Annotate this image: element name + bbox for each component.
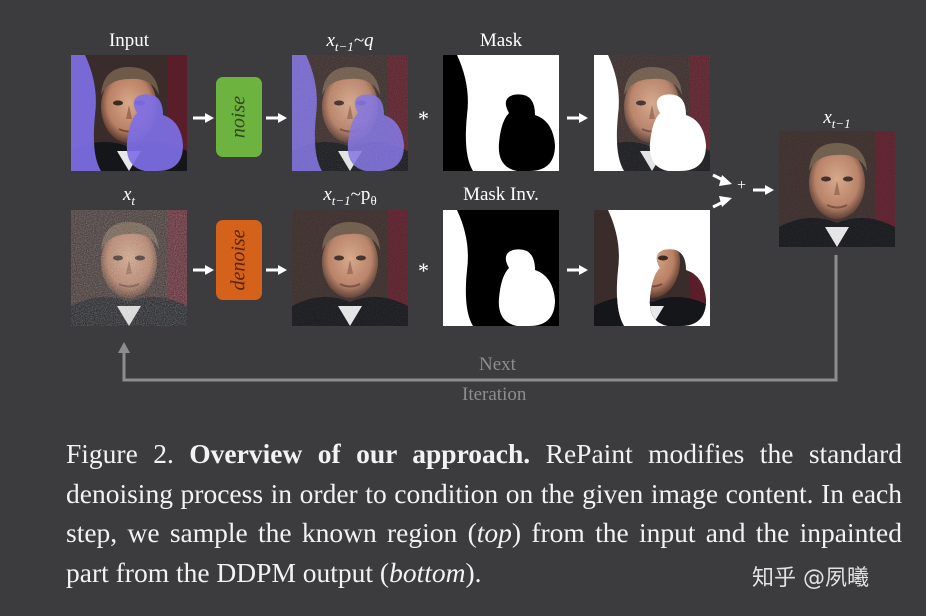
loop-arrowhead (118, 342, 130, 353)
watermark: 知乎 @夙曦 (752, 566, 869, 591)
label-mask: Mask (479, 30, 523, 51)
loop-label-iteration: Iteration (462, 384, 527, 405)
caption-mid: ) from the input and the inpainted part … (66, 517, 902, 588)
flow-arrows (193, 113, 774, 275)
plus-operator: + (737, 177, 747, 194)
output-image (779, 131, 895, 247)
next-iteration-loop (122, 255, 838, 382)
label-xq: xt−1~q (326, 30, 374, 54)
label-input: Input (108, 30, 150, 51)
label-xp: xt−1~pθ (323, 184, 377, 208)
label-output: xt−1 (823, 107, 851, 131)
multiply-top: * (418, 106, 429, 131)
xt-image (71, 210, 187, 326)
caption-prefix: Figure 2. (66, 438, 174, 469)
caption-end: ). (465, 556, 482, 588)
noise-block: noise (216, 77, 262, 157)
input-image (71, 55, 187, 171)
xq-image (292, 55, 408, 171)
figure-caption: Figure 2. Overview of our approach. RePa… (66, 434, 902, 592)
multiply-bottom: * (418, 258, 429, 283)
xp-image (292, 210, 408, 326)
caption-bold: Overview of our approach. (189, 438, 531, 469)
known-region-image (594, 55, 710, 171)
label-xt: xt (122, 184, 136, 208)
denoise-block: denoise (216, 220, 262, 300)
caption-body: RePaint modifies the standard denoising … (66, 438, 902, 548)
label-mask-inv: Mask Inv. (463, 184, 539, 205)
mask-inv-image (443, 210, 559, 326)
loop-label-next: Next (479, 354, 516, 375)
caption-italic-bottom: bottom (389, 556, 466, 588)
mask-image (443, 55, 559, 171)
generated-region-image (594, 210, 710, 326)
caption-italic-top: top (476, 517, 512, 548)
